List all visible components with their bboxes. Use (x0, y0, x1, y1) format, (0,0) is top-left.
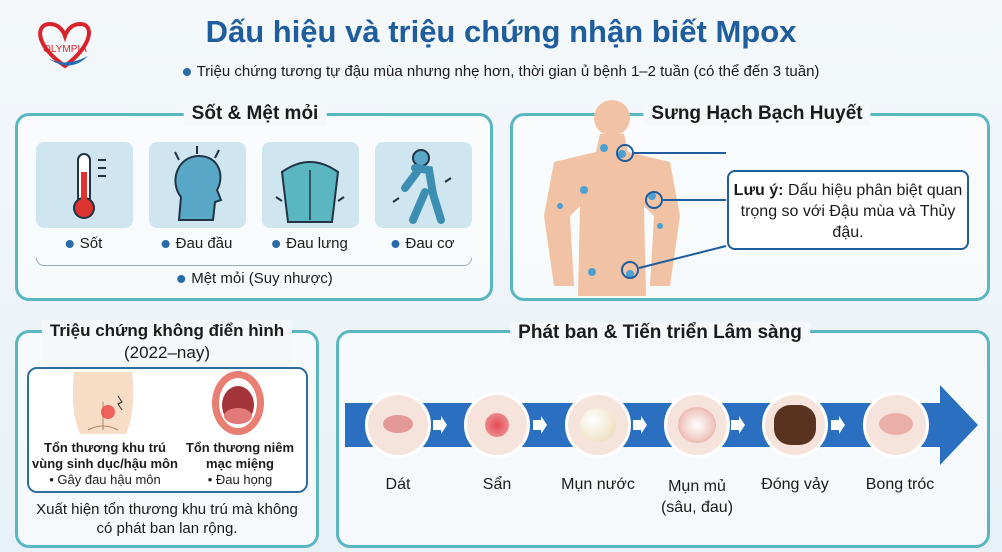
rash-title: Phát ban & Tiến triển Lâm sàng (510, 322, 810, 344)
tile-back-pain (262, 142, 359, 228)
bullet-icon (182, 68, 191, 77)
back-pain-icon (275, 161, 345, 223)
stage-peeling-image (863, 392, 929, 458)
bullet-icon (65, 240, 74, 249)
stage-label-pustule: Mụn mủ(sâu, đau) (660, 478, 734, 516)
page-title: Dấu hiệu và triệu chứng nhận biết Mpox (205, 14, 797, 49)
tile-headache (149, 142, 246, 228)
label-fever: Sốt (65, 235, 102, 252)
subtitle-text: Triệu chứng tương tự đậu mùa nhưng nhẹ h… (196, 63, 820, 80)
thermometer-icon (73, 153, 106, 219)
stage-vesicle-image (565, 392, 631, 458)
label-headache: Đau đầu (161, 235, 232, 252)
headache-icon (174, 146, 223, 221)
fever-title: Sốt & Mệt mỏi (183, 103, 327, 125)
atypical-title: Triệu chứng không điển hình(2022–nay) (41, 320, 293, 364)
stage-label-papule: Sẩn (482, 476, 512, 493)
stage-label-crust: Đóng vảy (761, 476, 829, 493)
mouth-lesion-illustration (212, 371, 264, 435)
svg-text:OLYMPIA: OLYMPIA (43, 44, 87, 55)
bullet-icon (177, 275, 186, 284)
label-fatigue: Mệt mỏi (Suy nhược) (177, 270, 333, 287)
stage-label-peeling: Bong tróc (865, 476, 935, 493)
stage-pustule-image (664, 392, 730, 458)
step-arrow-icons (433, 416, 845, 434)
bullet-icon (272, 240, 281, 249)
stage-macule-image (365, 392, 431, 458)
label-back-pain: Đau lưng (272, 235, 348, 252)
bracket-divider (36, 258, 472, 266)
body-lymph-nodes-illustration (544, 100, 727, 296)
lymph-title: Sưng Hạch Bạch Huyết (643, 103, 871, 125)
stage-papule-image (464, 392, 530, 458)
stage-label-macule: Dát (385, 476, 411, 493)
bullet-icon (391, 240, 400, 249)
tile-fever (36, 142, 133, 228)
stage-crust-image (762, 392, 828, 458)
tile-muscle-pain (375, 142, 472, 228)
bullet-icon (161, 240, 170, 249)
lymph-note: Lưu ý: Dấu hiệu phân biệt quan trọng so … (727, 170, 969, 250)
page-subtitle: Triệu chứng tương tự đậu mùa nhưng nhẹ h… (0, 63, 1002, 80)
anal-lesion-illustration (72, 372, 134, 434)
muscle-pain-icon (392, 149, 452, 224)
label-muscle-pain: Đau cơ (391, 235, 455, 252)
logo: OLYMPIA (30, 16, 100, 76)
stage-label-vesicle: Mụn nước (561, 476, 635, 493)
